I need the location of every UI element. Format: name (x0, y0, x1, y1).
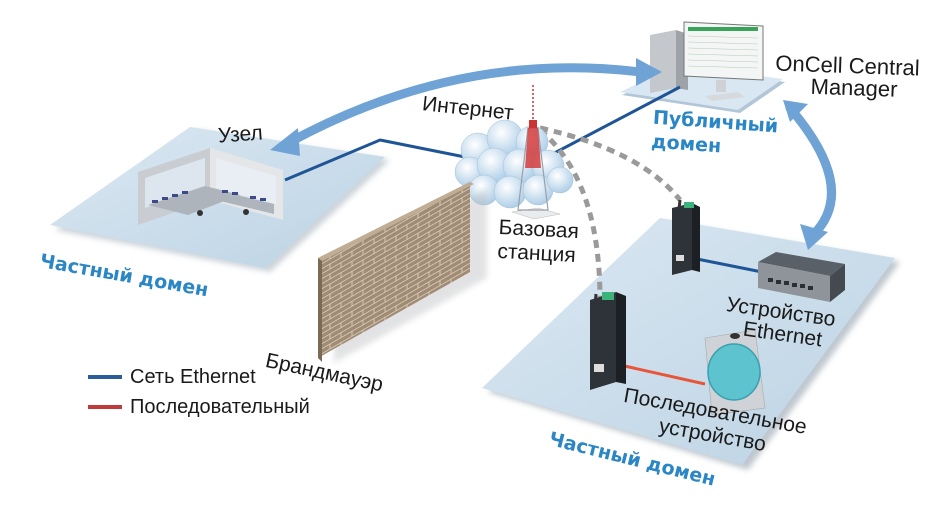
base-station-label-line2: станция (496, 239, 577, 267)
ethernet-links (284, 85, 763, 274)
arrow-head-private (800, 224, 828, 250)
public-domain-label: Публичный домен (650, 106, 779, 163)
serial-link (619, 363, 706, 386)
ethernet-switch (758, 252, 845, 302)
wireless-links (538, 125, 682, 301)
arrow-head-node (270, 128, 300, 156)
central-manager-label: OnCell Central Manager (774, 50, 920, 101)
management-arrows (285, 63, 836, 241)
cellular-gateway-top (672, 199, 700, 275)
control-room-node (138, 148, 283, 225)
legend-label-ethernet: Сеть Ethernet (130, 365, 256, 388)
cellular-gateway-bottom (590, 292, 626, 390)
legend-item-ethernet: Сеть Ethernet (88, 362, 310, 392)
arrow-head-manager (636, 58, 662, 86)
central-manager-computer (650, 21, 764, 101)
firewall-wall (318, 182, 487, 363)
base-station-tower (511, 85, 561, 220)
serial-device (704, 329, 766, 416)
legend: Сеть Ethernet Последовательный (88, 362, 310, 422)
serial-line-swatch (88, 405, 122, 409)
ethernet-line-swatch (88, 375, 122, 379)
legend-label-serial: Последовательный (130, 395, 310, 418)
internet-cloud (454, 119, 574, 209)
arrow-head-manager-bottom (783, 100, 808, 122)
legend-item-serial: Последовательный (88, 392, 310, 422)
base-station-label: Базовая станция (497, 216, 580, 268)
node-label: Узел (217, 121, 264, 148)
